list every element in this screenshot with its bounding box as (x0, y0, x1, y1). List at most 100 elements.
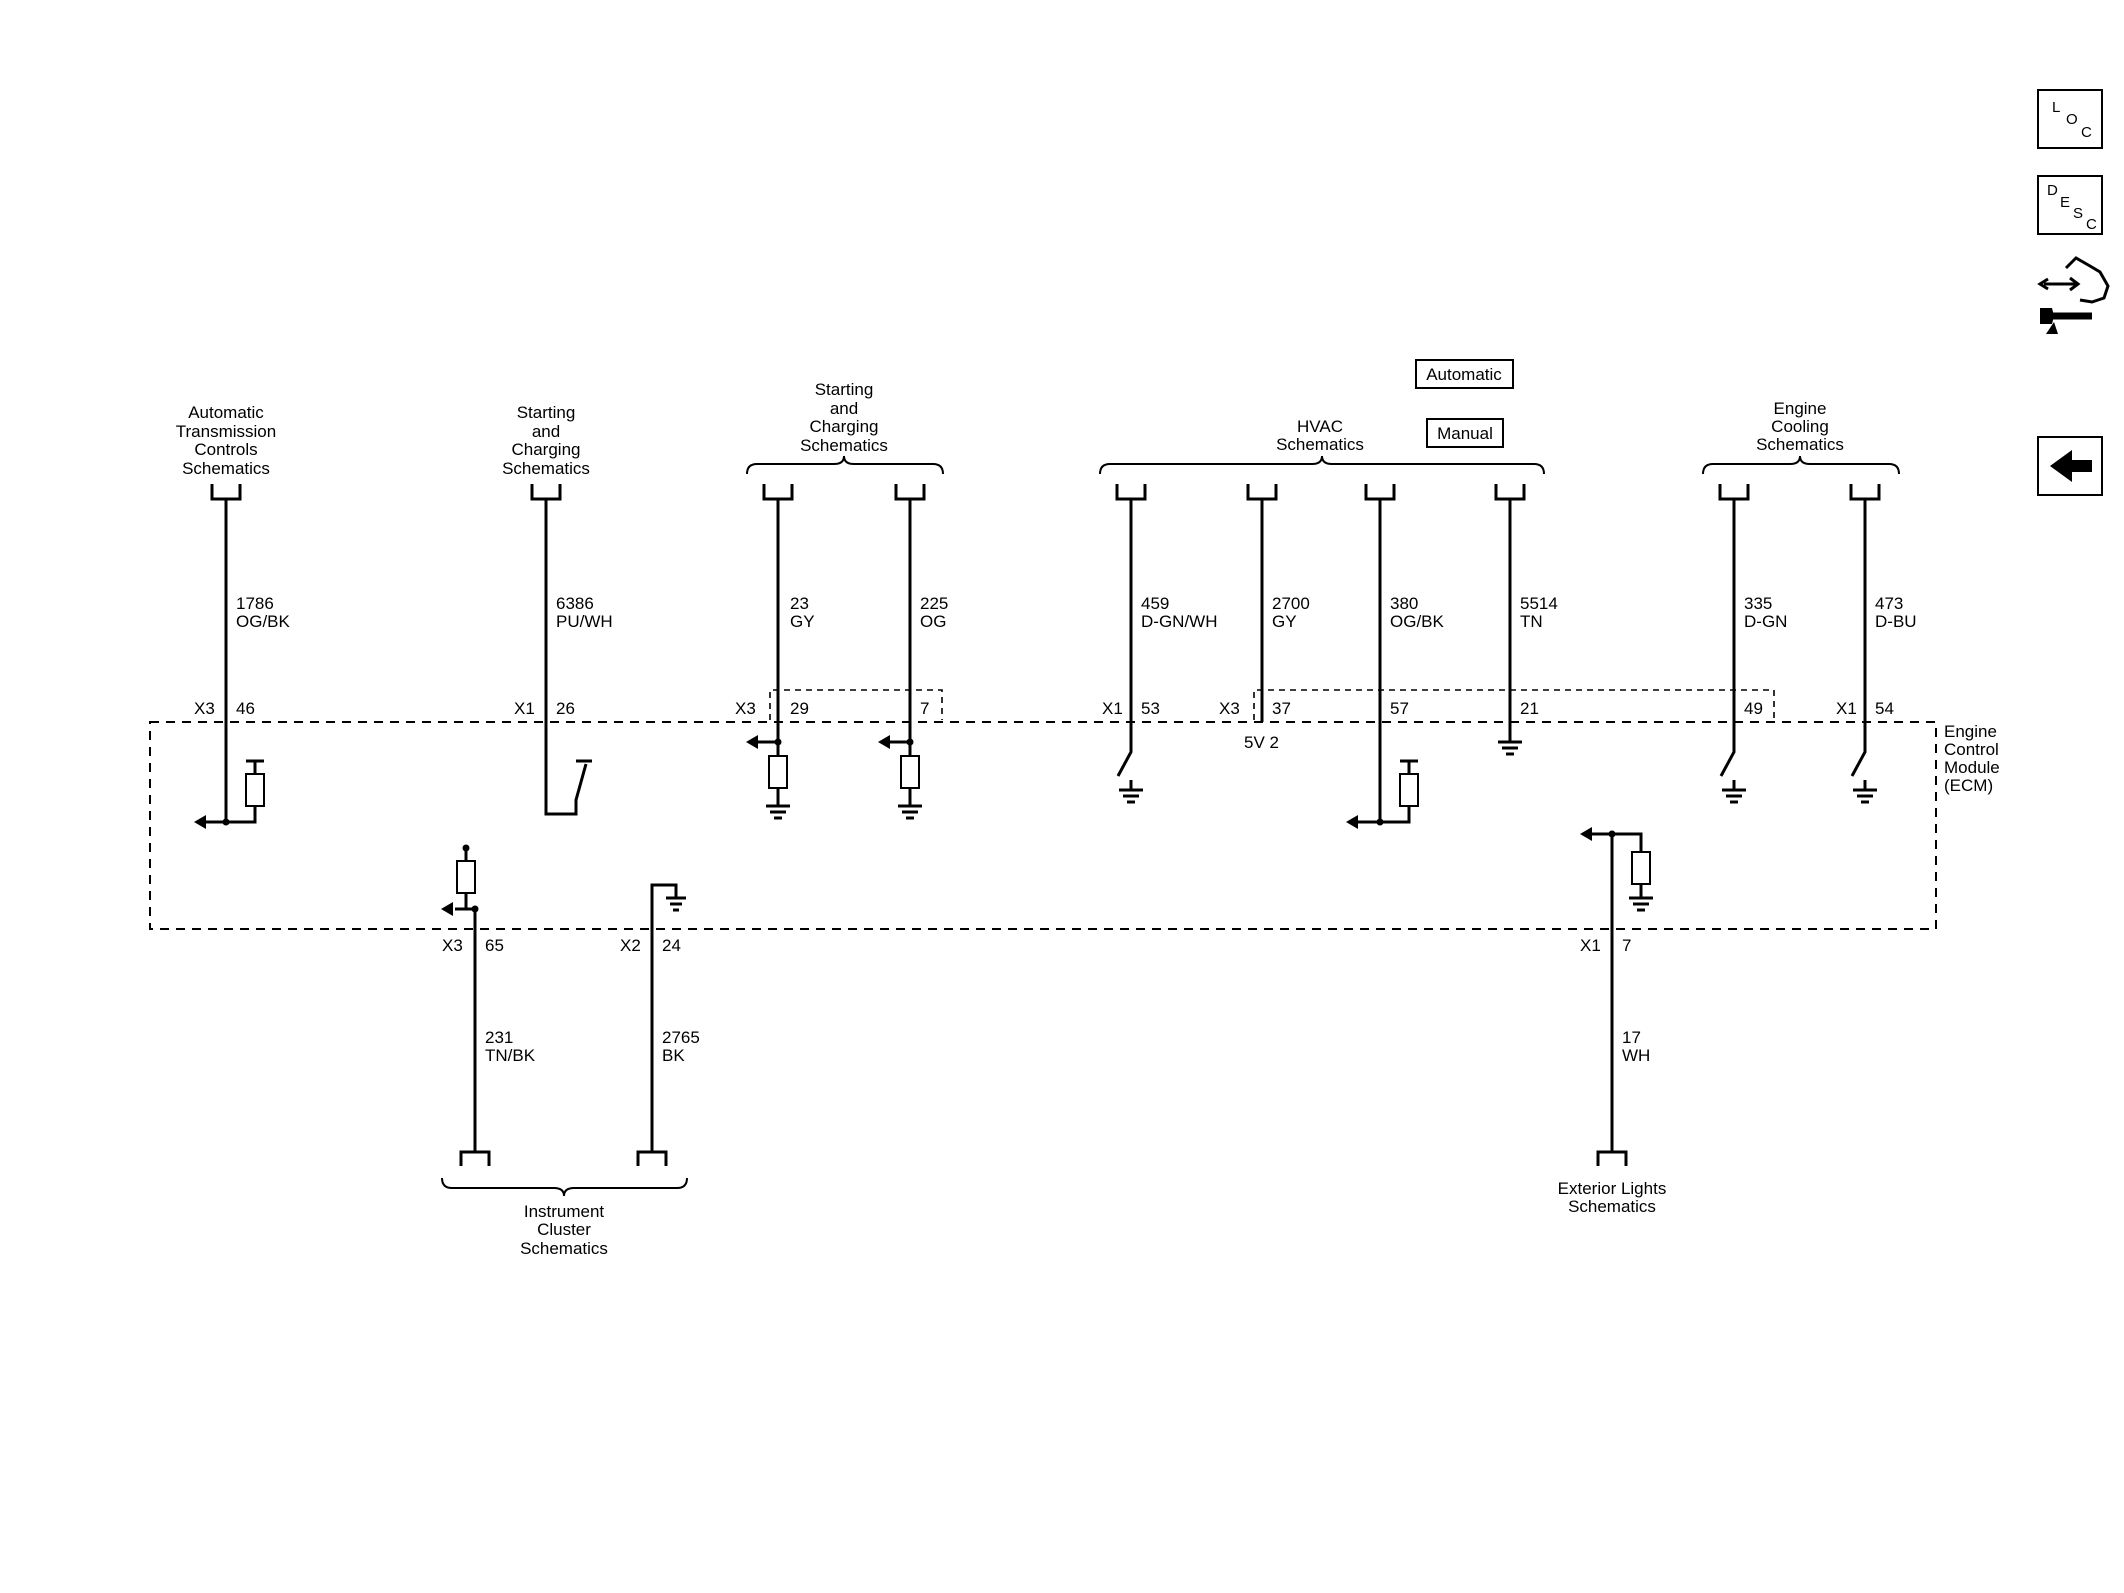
svg-text:X1: X1 (1580, 936, 1601, 955)
ref-exterior-lights[interactable]: Exterior Lights Schematics (1558, 1179, 1667, 1216)
svg-text:Controls: Controls (194, 440, 257, 459)
svg-text:OG/BK: OG/BK (1390, 612, 1445, 631)
desc-letter-e: E (2060, 194, 2070, 211)
svg-text:D-GN/WH: D-GN/WH (1141, 612, 1217, 631)
svg-text:Instrument: Instrument (524, 1202, 605, 1221)
svg-text:21: 21 (1520, 699, 1539, 718)
circuit-2765: 2765 BK X2 24 (620, 883, 700, 1166)
svg-text:X3: X3 (1219, 699, 1240, 718)
ref-5v-label: 5V 2 (1244, 733, 1279, 752)
svg-text:Transmission: Transmission (176, 422, 276, 441)
svg-text:Cluster: Cluster (537, 1220, 591, 1239)
svg-text:X1: X1 (514, 699, 535, 718)
loc-letter-c: C (2081, 124, 2092, 141)
x3-connector-group-dash (769, 689, 943, 720)
ref-starting-charging-2[interactable]: Starting and Charging Schematics (746, 380, 944, 475)
svg-text:X3: X3 (194, 699, 215, 718)
svg-text:OG/BK: OG/BK (236, 612, 291, 631)
svg-text:65: 65 (485, 936, 504, 955)
svg-text:49: 49 (1744, 699, 1763, 718)
svg-text:Schematics: Schematics (1276, 435, 1364, 454)
svg-text:Starting: Starting (517, 403, 576, 422)
svg-text:X3: X3 (442, 936, 463, 955)
svg-text:57: 57 (1390, 699, 1409, 718)
svg-text:6386: 6386 (556, 594, 594, 613)
svg-text:29: 29 (790, 699, 809, 718)
svg-text:X2: X2 (620, 936, 641, 955)
svg-text:1786: 1786 (236, 594, 274, 613)
svg-text:BK: BK (662, 1046, 685, 1065)
svg-text:Cooling: Cooling (1771, 417, 1829, 436)
loc-button[interactable]: L O C (2037, 89, 2103, 149)
svg-text:Schematics: Schematics (502, 459, 590, 478)
circuit-17: 17 WH X1 7 (1580, 827, 1653, 1166)
circuit-225: 225 OG 7 (878, 484, 948, 820)
ref-automatic-transmission-controls[interactable]: Automatic Transmission Controls Schemati… (176, 403, 276, 478)
svg-text:Engine: Engine (1944, 722, 1997, 741)
desc-button[interactable]: D E S C (2037, 175, 2103, 235)
back-button[interactable] (2037, 436, 2103, 496)
svg-text:17: 17 (1622, 1028, 1641, 1047)
svg-text:GY: GY (1272, 612, 1297, 631)
x3-connector-group-dash-2 (1253, 689, 1775, 720)
svg-text:7: 7 (1622, 936, 1631, 955)
svg-text:D-BU: D-BU (1875, 612, 1917, 631)
svg-text:Schematics: Schematics (1568, 1197, 1656, 1216)
manual-option-box: Manual (1426, 418, 1504, 448)
ref-starting-charging-1[interactable]: Starting and Charging Schematics (502, 403, 590, 478)
svg-text:TN/BK: TN/BK (485, 1046, 536, 1065)
svg-text:380: 380 (1390, 594, 1418, 613)
svg-text:2765: 2765 (662, 1028, 700, 1047)
circuit-23: 23 GY X3 29 (735, 484, 815, 820)
svg-text:54: 54 (1875, 699, 1894, 718)
svg-text:Schematics: Schematics (520, 1239, 608, 1258)
ecm-label: Engine Control Module (ECM) (1944, 722, 2000, 795)
svg-text:7: 7 (920, 699, 929, 718)
svg-text:OG: OG (920, 612, 946, 631)
svg-text:Engine: Engine (1774, 399, 1827, 418)
svg-text:24: 24 (662, 936, 681, 955)
svg-text:WH: WH (1622, 1046, 1650, 1065)
loc-letter-l: L (2052, 99, 2060, 116)
svg-text:Module: Module (1944, 758, 2000, 777)
svg-text:Starting: Starting (815, 380, 874, 399)
circuit-231: 231 TN/BK X3 65 (441, 844, 536, 1166)
svg-text:and: and (830, 399, 858, 418)
ref-engine-cooling[interactable]: Engine Cooling Schematics (1702, 399, 1900, 475)
svg-text:Exterior Lights: Exterior Lights (1558, 1179, 1667, 1198)
svg-text:225: 225 (920, 594, 948, 613)
back-arrow-icon (2050, 450, 2092, 482)
circuit-459: 459 D-GN/WH X1 53 (1102, 484, 1217, 804)
svg-text:Schematics: Schematics (182, 459, 270, 478)
circuit-1786: 1786 OG/BK X3 46 (194, 484, 291, 829)
svg-text:23: 23 (790, 594, 809, 613)
svg-text:37: 37 (1272, 699, 1291, 718)
svg-text:X1: X1 (1102, 699, 1123, 718)
circuit-335: 335 D-GN 49 (1718, 484, 1787, 804)
loc-letter-o: O (2066, 111, 2078, 128)
svg-text:26: 26 (556, 699, 575, 718)
circuit-5514: 5514 TN 21 (1494, 484, 1558, 756)
svg-text:and: and (532, 422, 560, 441)
circuit-6386: 6386 PU/WH X1 26 (514, 484, 613, 816)
svg-text:PU/WH: PU/WH (556, 612, 613, 631)
svg-text:Charging: Charging (512, 440, 581, 459)
svg-text:459: 459 (1141, 594, 1169, 613)
svg-text:Control: Control (1944, 740, 1999, 759)
svg-text:2700: 2700 (1272, 594, 1310, 613)
ref-instrument-cluster[interactable]: Instrument Cluster Schematics (441, 1177, 688, 1258)
ecm-boundary (149, 721, 1937, 930)
svg-text:Schematics: Schematics (1756, 435, 1844, 454)
svg-text:Automatic: Automatic (188, 403, 264, 422)
desc-letter-d: D (2047, 182, 2058, 199)
connector-end-view-icon[interactable] (2037, 256, 2110, 334)
desc-letter-s: S (2073, 205, 2083, 222)
svg-text:HVAC: HVAC (1297, 417, 1343, 436)
svg-text:46: 46 (236, 699, 255, 718)
desc-letter-c: C (2086, 216, 2097, 233)
svg-text:X3: X3 (735, 699, 756, 718)
automatic-option-box: Automatic (1415, 359, 1514, 389)
svg-text:335: 335 (1744, 594, 1772, 613)
svg-text:53: 53 (1141, 699, 1160, 718)
ref-hvac[interactable]: HVAC Schematics (1099, 417, 1545, 475)
